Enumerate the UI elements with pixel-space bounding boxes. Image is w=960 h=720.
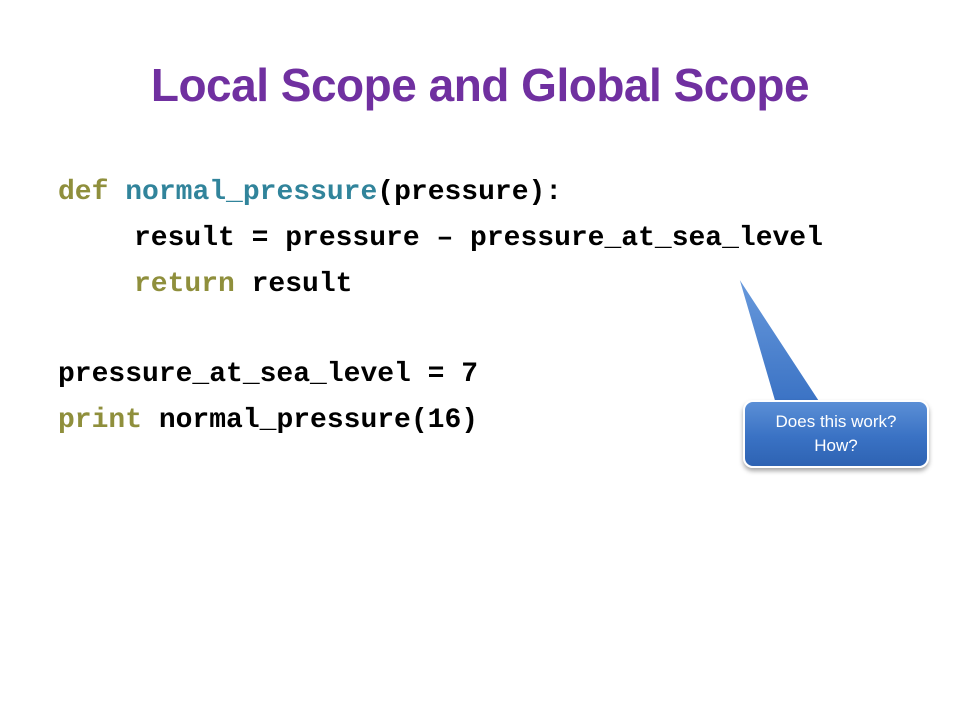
code-block: def normal_pressure(pressure): result = …	[58, 170, 823, 444]
code-line-assignment: result = pressure – pressure_at_sea_leve…	[134, 223, 823, 254]
callout-text-line2: How?	[814, 436, 858, 455]
code-line-return: return result	[58, 262, 823, 308]
code-line-def: def normal_pressure(pressure):	[58, 170, 823, 216]
callout-text-line1: Does this work?	[775, 412, 897, 431]
slide-title: Local Scope and Global Scope	[150, 59, 810, 111]
return-value: result	[234, 269, 353, 300]
code-line-print: print normal_pressure(16)	[58, 398, 823, 444]
code-line-global-assignment: pressure_at_sea_level = 7	[58, 359, 479, 390]
keyword-def: def	[58, 177, 109, 208]
function-params: (pressure):	[377, 177, 563, 208]
function-name: normal_pressure	[125, 177, 378, 208]
callout-bubble: Does this work? How?	[743, 400, 929, 468]
keyword-return: return	[134, 269, 235, 300]
print-argument: normal_pressure(16)	[142, 405, 479, 436]
keyword-print: print	[58, 405, 143, 436]
